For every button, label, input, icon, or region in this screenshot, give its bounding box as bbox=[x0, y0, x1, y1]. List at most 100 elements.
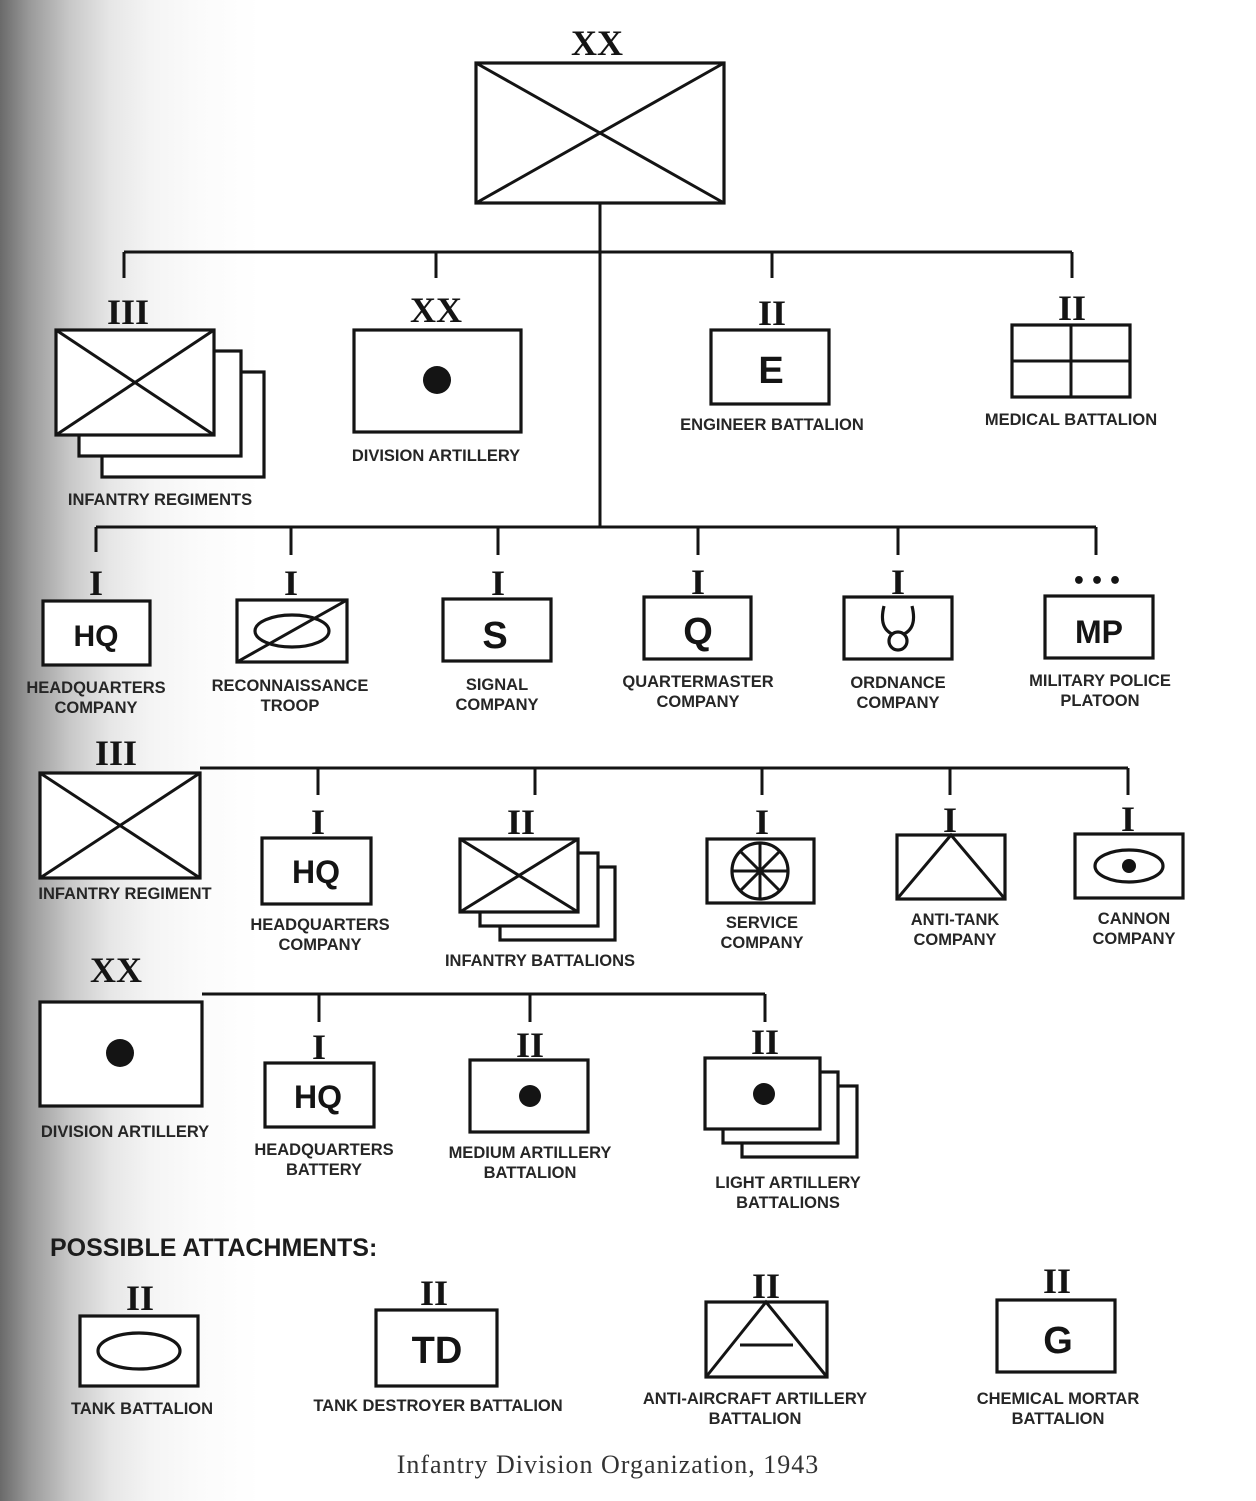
light-artillery-label-line1: LIGHT ARTILLERY bbox=[715, 1174, 860, 1192]
division-artillery-detail-symbol: XX DIVISION ARTILLERY bbox=[38, 950, 209, 1141]
signal-company-label-line2: COMPANY bbox=[455, 696, 538, 714]
division-echelon-marker: XX bbox=[90, 950, 142, 990]
infantry-regiments-symbol: III INFANTRY REGIMENTS bbox=[54, 292, 266, 509]
company-echelon-marker: I bbox=[943, 800, 957, 840]
military-police-label-line1: MILITARY POLICE bbox=[1029, 672, 1171, 690]
ordnance-company-label-line1: ORDNANCE bbox=[850, 674, 945, 692]
headquarters-company-symbol: I HQ HEADQUARTERS COMPANY bbox=[26, 563, 165, 717]
battalion-echelon-marker: II bbox=[1058, 288, 1086, 328]
hq-battery-symbol: I HQ HEADQUARTERS BATTERY bbox=[254, 1027, 393, 1179]
platoon-echelon-marker: ••• bbox=[1072, 569, 1126, 594]
medical-battalion-label: MEDICAL BATTALION bbox=[985, 411, 1157, 429]
cannon-company-label-line2: COMPANY bbox=[1092, 930, 1175, 948]
infantry-division-symbol: XX bbox=[474, 23, 726, 205]
light-artillery-label-line2: BATTALIONS bbox=[736, 1194, 840, 1212]
battalion-echelon-marker: II bbox=[126, 1278, 154, 1318]
division-echelon-marker: XX bbox=[571, 23, 623, 63]
infantry-regiment-label: INFANTRY REGIMENT bbox=[38, 885, 211, 903]
infantry-battalions-label: INFANTRY BATTALIONS bbox=[445, 952, 635, 970]
medium-artillery-label-line1: MEDIUM ARTILLERY bbox=[449, 1144, 612, 1162]
anti-aircraft-chevron bbox=[704, 1299, 829, 1378]
ordnance-company-symbol: I ORDNANCE COMPANY bbox=[842, 562, 954, 712]
regiment-hq-company-label-line2: COMPANY bbox=[278, 936, 361, 954]
company-echelon-marker: I bbox=[89, 563, 103, 603]
division-echelon-marker: XX bbox=[410, 290, 462, 330]
chemical-letter: G bbox=[1043, 1320, 1073, 1362]
anti-tank-company-label-line2: COMPANY bbox=[913, 931, 996, 949]
signal-company-label-line1: SIGNAL bbox=[466, 676, 528, 694]
company-echelon-marker: I bbox=[491, 563, 505, 603]
company-echelon-marker: I bbox=[1121, 799, 1135, 839]
ordnance-company-label-line2: COMPANY bbox=[856, 694, 939, 712]
company-echelon-marker: I bbox=[284, 563, 298, 603]
military-police-label-line2: PLATOON bbox=[1060, 692, 1139, 710]
cannon-company-label-line1: CANNON bbox=[1098, 910, 1170, 928]
anti-tank-company-symbol: I ANTI-TANK COMPANY bbox=[895, 800, 1007, 949]
battalion-echelon-marker: II bbox=[1043, 1261, 1071, 1301]
service-company-label-line2: COMPANY bbox=[720, 934, 803, 952]
signal-company-symbol: I S SIGNAL COMPANY bbox=[441, 563, 553, 714]
medium-artillery-label-line2: BATTALION bbox=[484, 1164, 577, 1182]
hq-letters: HQ bbox=[292, 854, 340, 890]
engineer-battalion-symbol: II E ENGINEER BATTALION bbox=[680, 293, 864, 434]
quartermaster-company-label-line2: COMPANY bbox=[656, 693, 739, 711]
medium-artillery-battalion-symbol: II MEDIUM ARTILLERY BATTALION bbox=[449, 1025, 612, 1182]
battalion-echelon-marker: II bbox=[752, 1266, 780, 1306]
service-company-symbol: I SERVICE COMPANY bbox=[705, 802, 816, 952]
hq-battery-label-line2: BATTERY bbox=[286, 1161, 362, 1179]
division-artillery-symbol: XX DIVISION ARTILLERY bbox=[352, 290, 523, 465]
company-echelon-marker: I bbox=[312, 1027, 326, 1067]
hq-company-label-line2: COMPANY bbox=[54, 699, 137, 717]
td-letters: TD bbox=[412, 1330, 463, 1372]
hq-letters: HQ bbox=[74, 620, 119, 653]
infantry-battalions-symbol: II INFANTRY BATTALIONS bbox=[445, 802, 635, 970]
quartermaster-company-symbol: I Q QUARTERMASTER COMPANY bbox=[622, 562, 773, 711]
quartermaster-letter: Q bbox=[683, 611, 713, 653]
engineer-letter: E bbox=[758, 350, 783, 392]
chemical-mortar-label-line2: BATTALION bbox=[1012, 1410, 1105, 1428]
battalion-echelon-marker: II bbox=[507, 802, 535, 842]
company-echelon-marker: I bbox=[691, 562, 705, 602]
tank-battalion-symbol: II TANK BATTALION bbox=[71, 1278, 213, 1418]
anti-tank-chevron bbox=[895, 832, 1007, 900]
military-police-platoon-symbol: ••• MP MILITARY POLICE PLATOON bbox=[1029, 569, 1171, 710]
tank-battalion-label: TANK BATTALION bbox=[71, 1400, 213, 1418]
company-echelon-marker: I bbox=[311, 802, 325, 842]
mp-letters: MP bbox=[1075, 614, 1123, 650]
anti-aircraft-label-line2: BATTALION bbox=[709, 1410, 802, 1428]
infantry-regiment-symbol: III INFANTRY REGIMENT bbox=[38, 733, 211, 903]
anti-tank-company-label-line1: ANTI-TANK bbox=[911, 911, 1000, 929]
regiment-hq-company-label-line1: HEADQUARTERS bbox=[250, 916, 389, 934]
regiment-echelon-marker: III bbox=[95, 733, 137, 773]
tank-destroyer-battalion-symbol: II TD TANK DESTROYER BATTALION bbox=[313, 1273, 562, 1415]
company-echelon-marker: I bbox=[755, 802, 769, 842]
cannon-company-symbol: I CANNON COMPANY bbox=[1073, 799, 1185, 948]
quartermaster-company-label-line1: QUARTERMASTER bbox=[622, 673, 773, 691]
reconnaissance-troop-label-line1: RECONNAISSANCE bbox=[212, 677, 369, 695]
battalion-echelon-marker: II bbox=[751, 1022, 779, 1062]
division-artillery-detail-label: DIVISION ARTILLERY bbox=[41, 1123, 209, 1141]
attachments-heading: POSSIBLE ATTACHMENTS: bbox=[50, 1234, 377, 1262]
battalion-echelon-marker: II bbox=[758, 293, 786, 333]
service-company-label-line1: SERVICE bbox=[726, 914, 798, 932]
reconnaissance-troop-label-line2: TROOP bbox=[261, 697, 320, 715]
hq-letters: HQ bbox=[294, 1079, 342, 1115]
regiment-hq-company-symbol: I HQ HEADQUARTERS COMPANY bbox=[250, 802, 389, 954]
reconnaissance-troop-symbol: I RECONNAISSANCE TROOP bbox=[212, 563, 369, 715]
light-artillery-battalions-symbol: II LIGHT ARTILLERY BATTALIONS bbox=[703, 1022, 861, 1212]
ordnance-bomb-icon bbox=[880, 605, 916, 636]
chemical-mortar-battalion-symbol: II G CHEMICAL MORTAR BATTALION bbox=[977, 1261, 1140, 1428]
battalion-echelon-marker: II bbox=[420, 1273, 448, 1313]
signal-letter: S bbox=[482, 615, 507, 657]
anti-aircraft-battalion-symbol: II ANTI-AIRCRAFT ARTILLERY BATTALION bbox=[643, 1266, 867, 1428]
figure-caption: Infantry Division Organization, 1943 bbox=[397, 1450, 820, 1479]
division-artillery-label: DIVISION ARTILLERY bbox=[352, 447, 520, 465]
battalion-echelon-marker: II bbox=[516, 1025, 544, 1065]
infantry-regiments-label: INFANTRY REGIMENTS bbox=[68, 491, 252, 509]
hq-battery-label-line1: HEADQUARTERS bbox=[254, 1141, 393, 1159]
anti-aircraft-label-line1: ANTI-AIRCRAFT ARTILLERY bbox=[643, 1390, 867, 1408]
chemical-mortar-label-line1: CHEMICAL MORTAR bbox=[977, 1390, 1140, 1408]
wheel-icon bbox=[730, 841, 790, 901]
connector-lines bbox=[94, 203, 1130, 1022]
